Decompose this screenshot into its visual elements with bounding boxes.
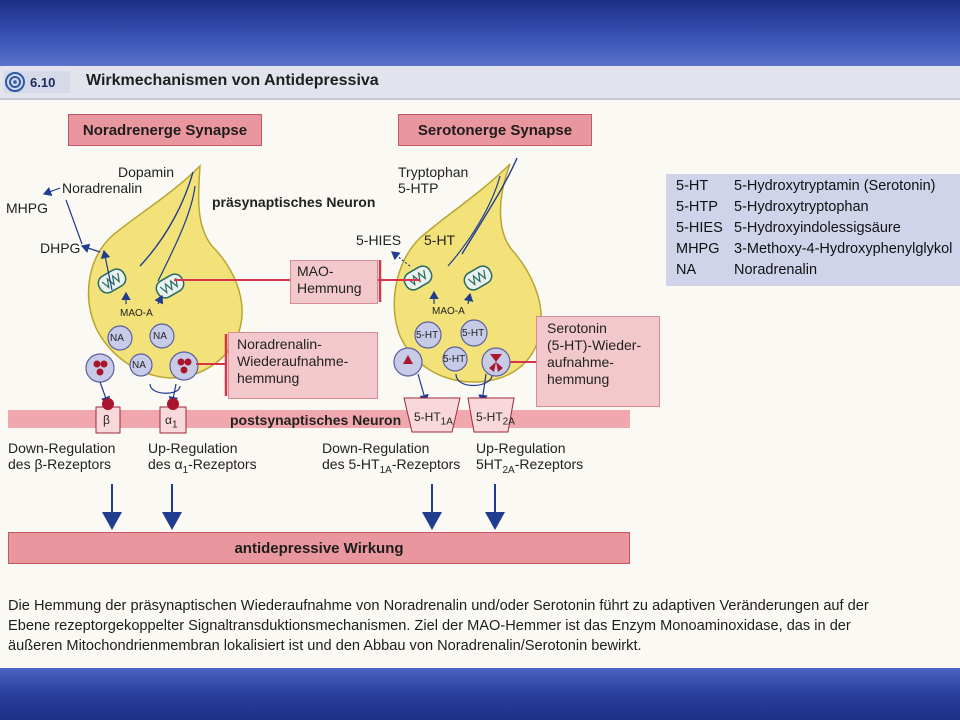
right-axon-line-2 xyxy=(447,175,501,267)
na-box-line-2: Wiederaufnahme- xyxy=(237,353,349,369)
5ht1a-receptor xyxy=(403,397,461,433)
right-release-arrow-1 xyxy=(417,373,429,404)
left-mitochondrion-1 xyxy=(97,268,127,294)
na-box-line-1: Noradrenalin- xyxy=(237,336,322,352)
label-mhpg: MHPG xyxy=(6,200,48,216)
figure-caption: Die Hemmung der präsynaptischen Wiederau… xyxy=(8,596,954,656)
label-presynaptic-neuron: präsynaptisches Neuron xyxy=(212,194,376,210)
label-5htp: 5-HTP xyxy=(398,180,439,196)
left-transporter-1 xyxy=(85,353,115,383)
left-reuptake-loop xyxy=(149,383,181,394)
5ht-box-line-2: (5-HT)-Wieder- xyxy=(547,337,642,353)
label-5ht2a-receptor: 5-HT2A xyxy=(476,410,515,428)
caption-line-2: Ebene rezeptorgekoppelter Signaltransduk… xyxy=(8,618,851,634)
right-mao-arrow-2 xyxy=(463,292,474,305)
label-right-down-regulation: Down-Regulation des 5-HT1A-Rezeptors xyxy=(322,440,461,476)
figure-badge: 6.10 xyxy=(4,71,70,93)
label-5ht1a-receptor: 5-HT1A xyxy=(414,410,453,428)
5ht2a-receptor xyxy=(467,397,515,433)
mhpg-arrow xyxy=(42,186,61,196)
mao-box-line-1: MAO- xyxy=(297,263,334,279)
noradrenergic-synapse-header: Noradrenerge Synapse xyxy=(68,114,262,146)
target-icon xyxy=(5,72,25,92)
label-right-mao-a: MAO-A xyxy=(432,306,465,317)
label-5hies: 5-HIES xyxy=(356,232,402,248)
label-alpha1-receptor: α1 xyxy=(165,413,178,431)
right-vesicle-5ht-3 xyxy=(442,346,468,372)
right-vesicle-5ht-1 xyxy=(414,321,442,349)
slide-top-band xyxy=(0,0,960,66)
left-vesicle-na-2 xyxy=(149,323,175,349)
left-transporter-2 xyxy=(169,351,199,381)
right-vesicle-5ht-2 xyxy=(460,319,488,347)
right-axon-line xyxy=(461,157,518,255)
mao-inhibition-box: MAO- Hemmung xyxy=(290,260,378,304)
right-mitochondrion-1 xyxy=(403,265,433,291)
label-postsynaptic-neuron: postsynaptisches Neuron xyxy=(230,412,402,428)
dhpg-to-mhpg-line xyxy=(65,199,83,245)
5ht-box-line-4: hemmung xyxy=(547,371,610,387)
figure-number: 6.10 xyxy=(30,74,56,90)
figure-header: 6.10 Wirkmechanismen von Antidepressiva xyxy=(0,66,960,100)
right-mitochondrion-2 xyxy=(463,265,493,291)
right-release-arrow-2 xyxy=(478,373,488,404)
label-5ht-transmitter: 5-HT xyxy=(424,232,456,248)
caption-line-3: äußeren Mitochondrienmembran lokalisiert… xyxy=(8,638,642,654)
label-na-1: NA xyxy=(110,333,124,344)
na-reuptake-inhibition-box: Noradrenalin- Wiederaufnahme- hemmung xyxy=(228,332,378,399)
left-axon-line-2 xyxy=(157,185,196,282)
label-dopamin: Dopamin xyxy=(118,164,175,180)
left-mao-arrow-2 xyxy=(154,294,164,305)
5ht-box-line-3: aufnahme- xyxy=(547,354,614,370)
left-presynaptic-neuron xyxy=(87,164,243,379)
mao-box-line-2: Hemmung xyxy=(297,280,362,296)
serotonergic-synapse-header: Serotonerge Synapse xyxy=(398,114,592,146)
label-na-3: NA xyxy=(132,360,146,371)
right-reuptake-loop xyxy=(455,373,493,387)
label-tryptophan: Tryptophan xyxy=(398,164,469,180)
caption-line-1: Die Hemmung der präsynaptischen Wiederau… xyxy=(8,598,869,614)
label-left-down-regulation: Down-Regulation des β-Rezeptors xyxy=(8,440,116,472)
figure-page: 6.10 Wirkmechanismen von Antidepressiva xyxy=(0,66,960,668)
figure-title: Wirkmechanismen von Antidepressiva xyxy=(86,72,379,89)
dhpg-arrow xyxy=(80,243,101,253)
alpha1-receptor xyxy=(159,406,187,434)
label-beta-receptor: β xyxy=(103,413,110,427)
label-dhpg: DHPG xyxy=(40,240,81,256)
label-right-up-regulation: Up-Regulation 5HT2A-Rezeptors xyxy=(476,440,584,476)
antidepressive-effect-bar: antidepressive Wirkung xyxy=(8,532,630,564)
left-axon-line xyxy=(139,171,194,267)
na-box-line-3: hemmung xyxy=(237,370,300,386)
slide-bottom-band xyxy=(0,668,960,720)
5ht-reuptake-inhibition-box: Serotonin (5-HT)-Wieder- aufnahme- hemmu… xyxy=(536,316,660,407)
label-5ht-vesicle-1: 5-HT xyxy=(416,330,439,341)
left-vesicle-na-3 xyxy=(129,353,153,377)
label-5ht-vesicle-3: 5-HT xyxy=(443,354,466,365)
left-metabolite-arrow xyxy=(100,249,113,291)
label-left-up-regulation: Up-Regulation des α1-Rezeptors xyxy=(148,440,257,476)
label-noradrenalin: Noradrenalin xyxy=(62,180,143,196)
label-na-2: NA xyxy=(153,331,167,342)
label-5ht-vesicle-2: 5-HT xyxy=(462,328,485,339)
label-left-mao-a: MAO-A xyxy=(120,308,153,319)
5ht-box-line-1: Serotonin xyxy=(547,320,607,336)
left-vesicle-na-1 xyxy=(107,325,133,351)
synapse-diagram xyxy=(8,157,630,530)
